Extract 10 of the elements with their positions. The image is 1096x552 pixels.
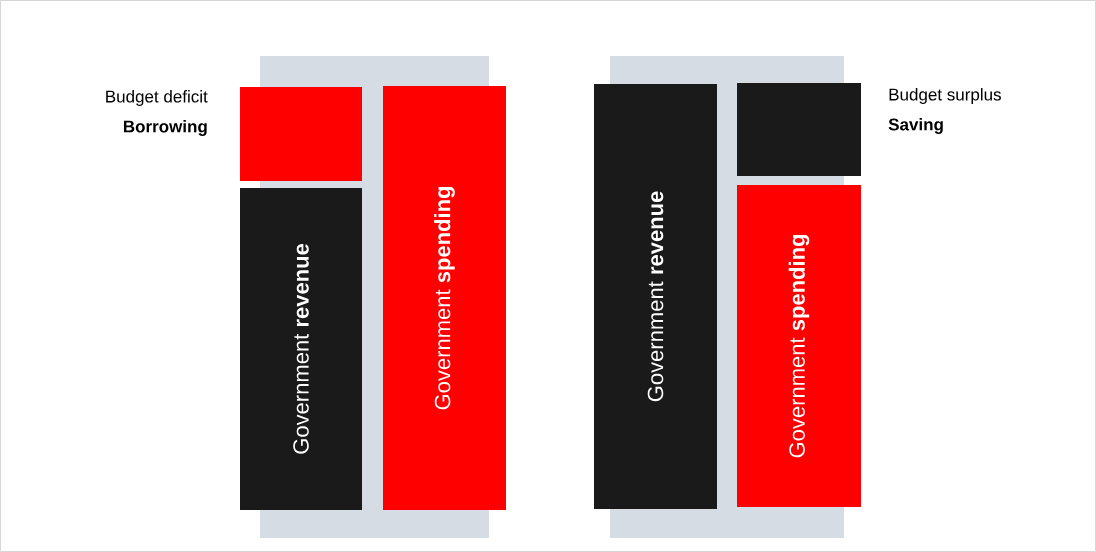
bar [240, 87, 362, 181]
bar: Government revenue [594, 84, 717, 509]
bar: Government spending [383, 86, 506, 510]
bar: Government spending [737, 185, 861, 507]
bar: Government revenue [240, 188, 362, 510]
side-label: Budget deficit [106, 90, 208, 106]
side-label: Saving [888, 118, 943, 134]
side-label: Budget surplus [889, 88, 1001, 104]
side-label: Borrowing [123, 120, 207, 136]
bar [737, 83, 861, 176]
